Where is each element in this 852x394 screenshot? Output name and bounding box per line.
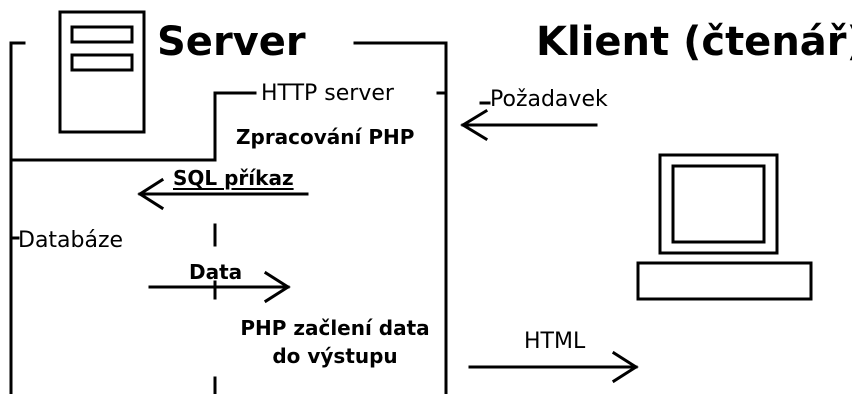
html-arrow — [468, 350, 639, 384]
server-title: Server — [157, 19, 306, 65]
http-server-region-border — [213, 91, 448, 394]
data-arrow — [148, 270, 291, 304]
server-frame — [9, 41, 448, 394]
html-label: HTML — [524, 329, 586, 354]
php-embed-label-line1: PHP začlení data — [240, 316, 430, 340]
request-label: Požadavek — [490, 87, 608, 112]
request-arrow — [460, 101, 598, 142]
sql-arrow — [137, 177, 309, 211]
http-server-label: HTTP server — [261, 81, 394, 106]
sql-command-label: SQL příkaz — [173, 166, 294, 190]
php-processing-label: Zpracování PHP — [236, 125, 415, 149]
php-embed-label-line2: do výstupu — [272, 344, 398, 368]
client-title: Klient (čtenář) — [536, 19, 852, 65]
database-label: Databáze — [18, 228, 124, 253]
desktop-computer-icon — [636, 153, 813, 301]
server-tower-icon — [58, 10, 146, 134]
data-label: Data — [189, 260, 243, 284]
database-region-border — [9, 158, 217, 240]
